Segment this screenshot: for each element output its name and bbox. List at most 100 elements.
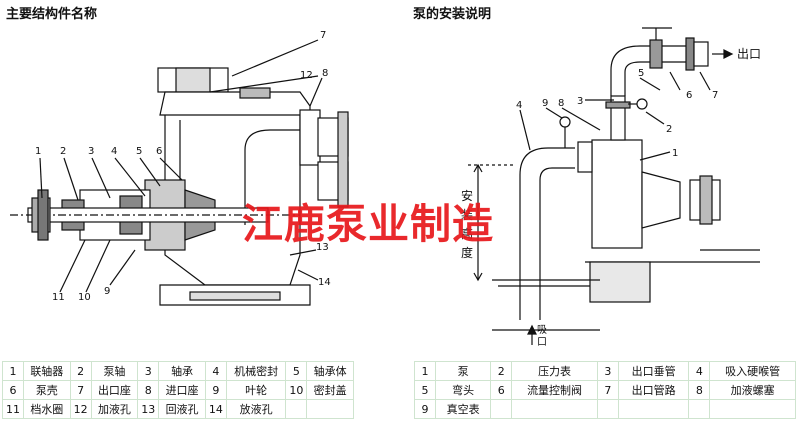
legend-num: 1 [2,361,24,381]
legend-label: 流量控制阀 [511,380,598,400]
callout-r8: 8 [558,98,564,109]
legend-label: 出口座 [90,380,139,400]
callout-r3: 3 [577,96,583,107]
right-callouts: 4 9 8 3 5 6 7 2 1 出口 安 装 高 度 吸 口 [461,47,761,348]
legend-label: 泵壳 [23,380,71,400]
legend-label: 加液孔 [90,399,139,419]
legend-label: 回液孔 [158,399,206,419]
legend-label [511,399,598,419]
legend-label: 泵 [434,361,492,381]
legend-label: 轴承体 [306,361,354,381]
legend-num: 8 [688,380,711,400]
legend-num: 3 [596,361,619,381]
right-section-title: 泵的安装说明 [413,7,492,22]
legend-num: 10 [285,380,308,400]
callout-9: 9 [104,286,110,297]
legend-num: 7 [69,380,92,400]
legend-label: 密封盖 [306,380,354,400]
legend-num: 3 [137,361,160,381]
legend-num: 9 [204,380,227,400]
callout-r2: 2 [666,124,672,135]
legend-label [617,399,690,419]
legend-label: 吸入硬喉管 [709,361,796,381]
legend-label: 机械密封 [225,361,287,381]
legend-num: 1 [414,361,436,381]
legend-label: 加液螺塞 [709,380,796,400]
legend-num: 6 [2,380,24,400]
legend-label: 进口座 [158,380,206,400]
callout-r4: 4 [516,100,522,111]
legend-num: 12 [69,399,92,419]
left-section-title: 主要结构件名称 [6,7,98,22]
height-label-3: 高 [461,226,473,241]
callout-r6: 6 [686,90,692,101]
callout-1: 1 [35,146,41,157]
callout-r7: 7 [712,90,718,101]
callout-7: 7 [320,30,326,41]
callout-8: 8 [322,68,328,79]
callout-6: 6 [156,146,162,157]
legend-num: 11 [2,399,24,419]
callout-14: 14 [318,277,331,288]
callout-10: 10 [78,292,91,303]
legend-num: 7 [596,380,619,400]
left-callouts: 1 2 3 4 5 6 7 12 8 11 10 9 13 14 [35,30,331,303]
callout-4: 4 [111,146,117,157]
legend-num: 4 [204,361,227,381]
legend-label: 叶轮 [225,380,287,400]
legend-label: 轴承 [158,361,206,381]
suction-label-2: 口 [537,337,547,348]
legend-label: 压力表 [511,361,598,381]
legend-num: 2 [490,361,513,381]
callout-2: 2 [60,146,66,157]
legend-num: 6 [490,380,513,400]
legend-num: 5 [285,361,308,381]
legend-num [596,399,619,419]
legend-num: 14 [204,399,227,419]
legend-num: 9 [414,399,436,419]
suction-label-1: 吸 [537,325,547,336]
legend-label: 泵轴 [90,361,139,381]
legend-num: 13 [137,399,160,419]
height-label-2: 装 [461,208,473,222]
height-label-1: 安 [461,188,473,203]
pump-cross-section [10,39,349,306]
legend-label: 出口垂管 [617,361,690,381]
pump-drawings: 1 2 3 4 5 6 7 12 8 11 10 9 13 14 4 9 8 3… [10,27,761,348]
height-label-4: 度 [461,245,473,260]
callout-3: 3 [88,146,94,157]
outlet-label: 出口 [737,47,761,61]
callout-r9: 9 [542,98,548,109]
legend-label: 弯头 [434,380,492,400]
callout-12: 12 [300,70,313,81]
legend-num [490,399,513,419]
legend-label: 档水圈 [23,399,71,419]
watermark-text: 江鹿泵业制造 [242,200,494,248]
callout-r5: 5 [638,68,644,79]
legend-num [285,399,308,419]
legend-label: 联轴器 [23,361,71,381]
legend-num: 8 [137,380,160,400]
callout-13: 13 [316,242,329,253]
legend-label [306,399,354,419]
legend-num [688,399,711,419]
legend-num: 5 [414,380,436,400]
legend-num: 4 [688,361,711,381]
legend-label [709,399,796,419]
legend-label: 出口管路 [617,380,690,400]
legend-num: 2 [69,361,92,381]
callout-r1: 1 [672,148,678,159]
callout-11: 11 [52,292,65,303]
legend-label: 真空表 [434,399,492,419]
installation-diagram [468,27,760,345]
legend-label: 放液孔 [225,399,287,419]
callout-5: 5 [136,146,142,157]
